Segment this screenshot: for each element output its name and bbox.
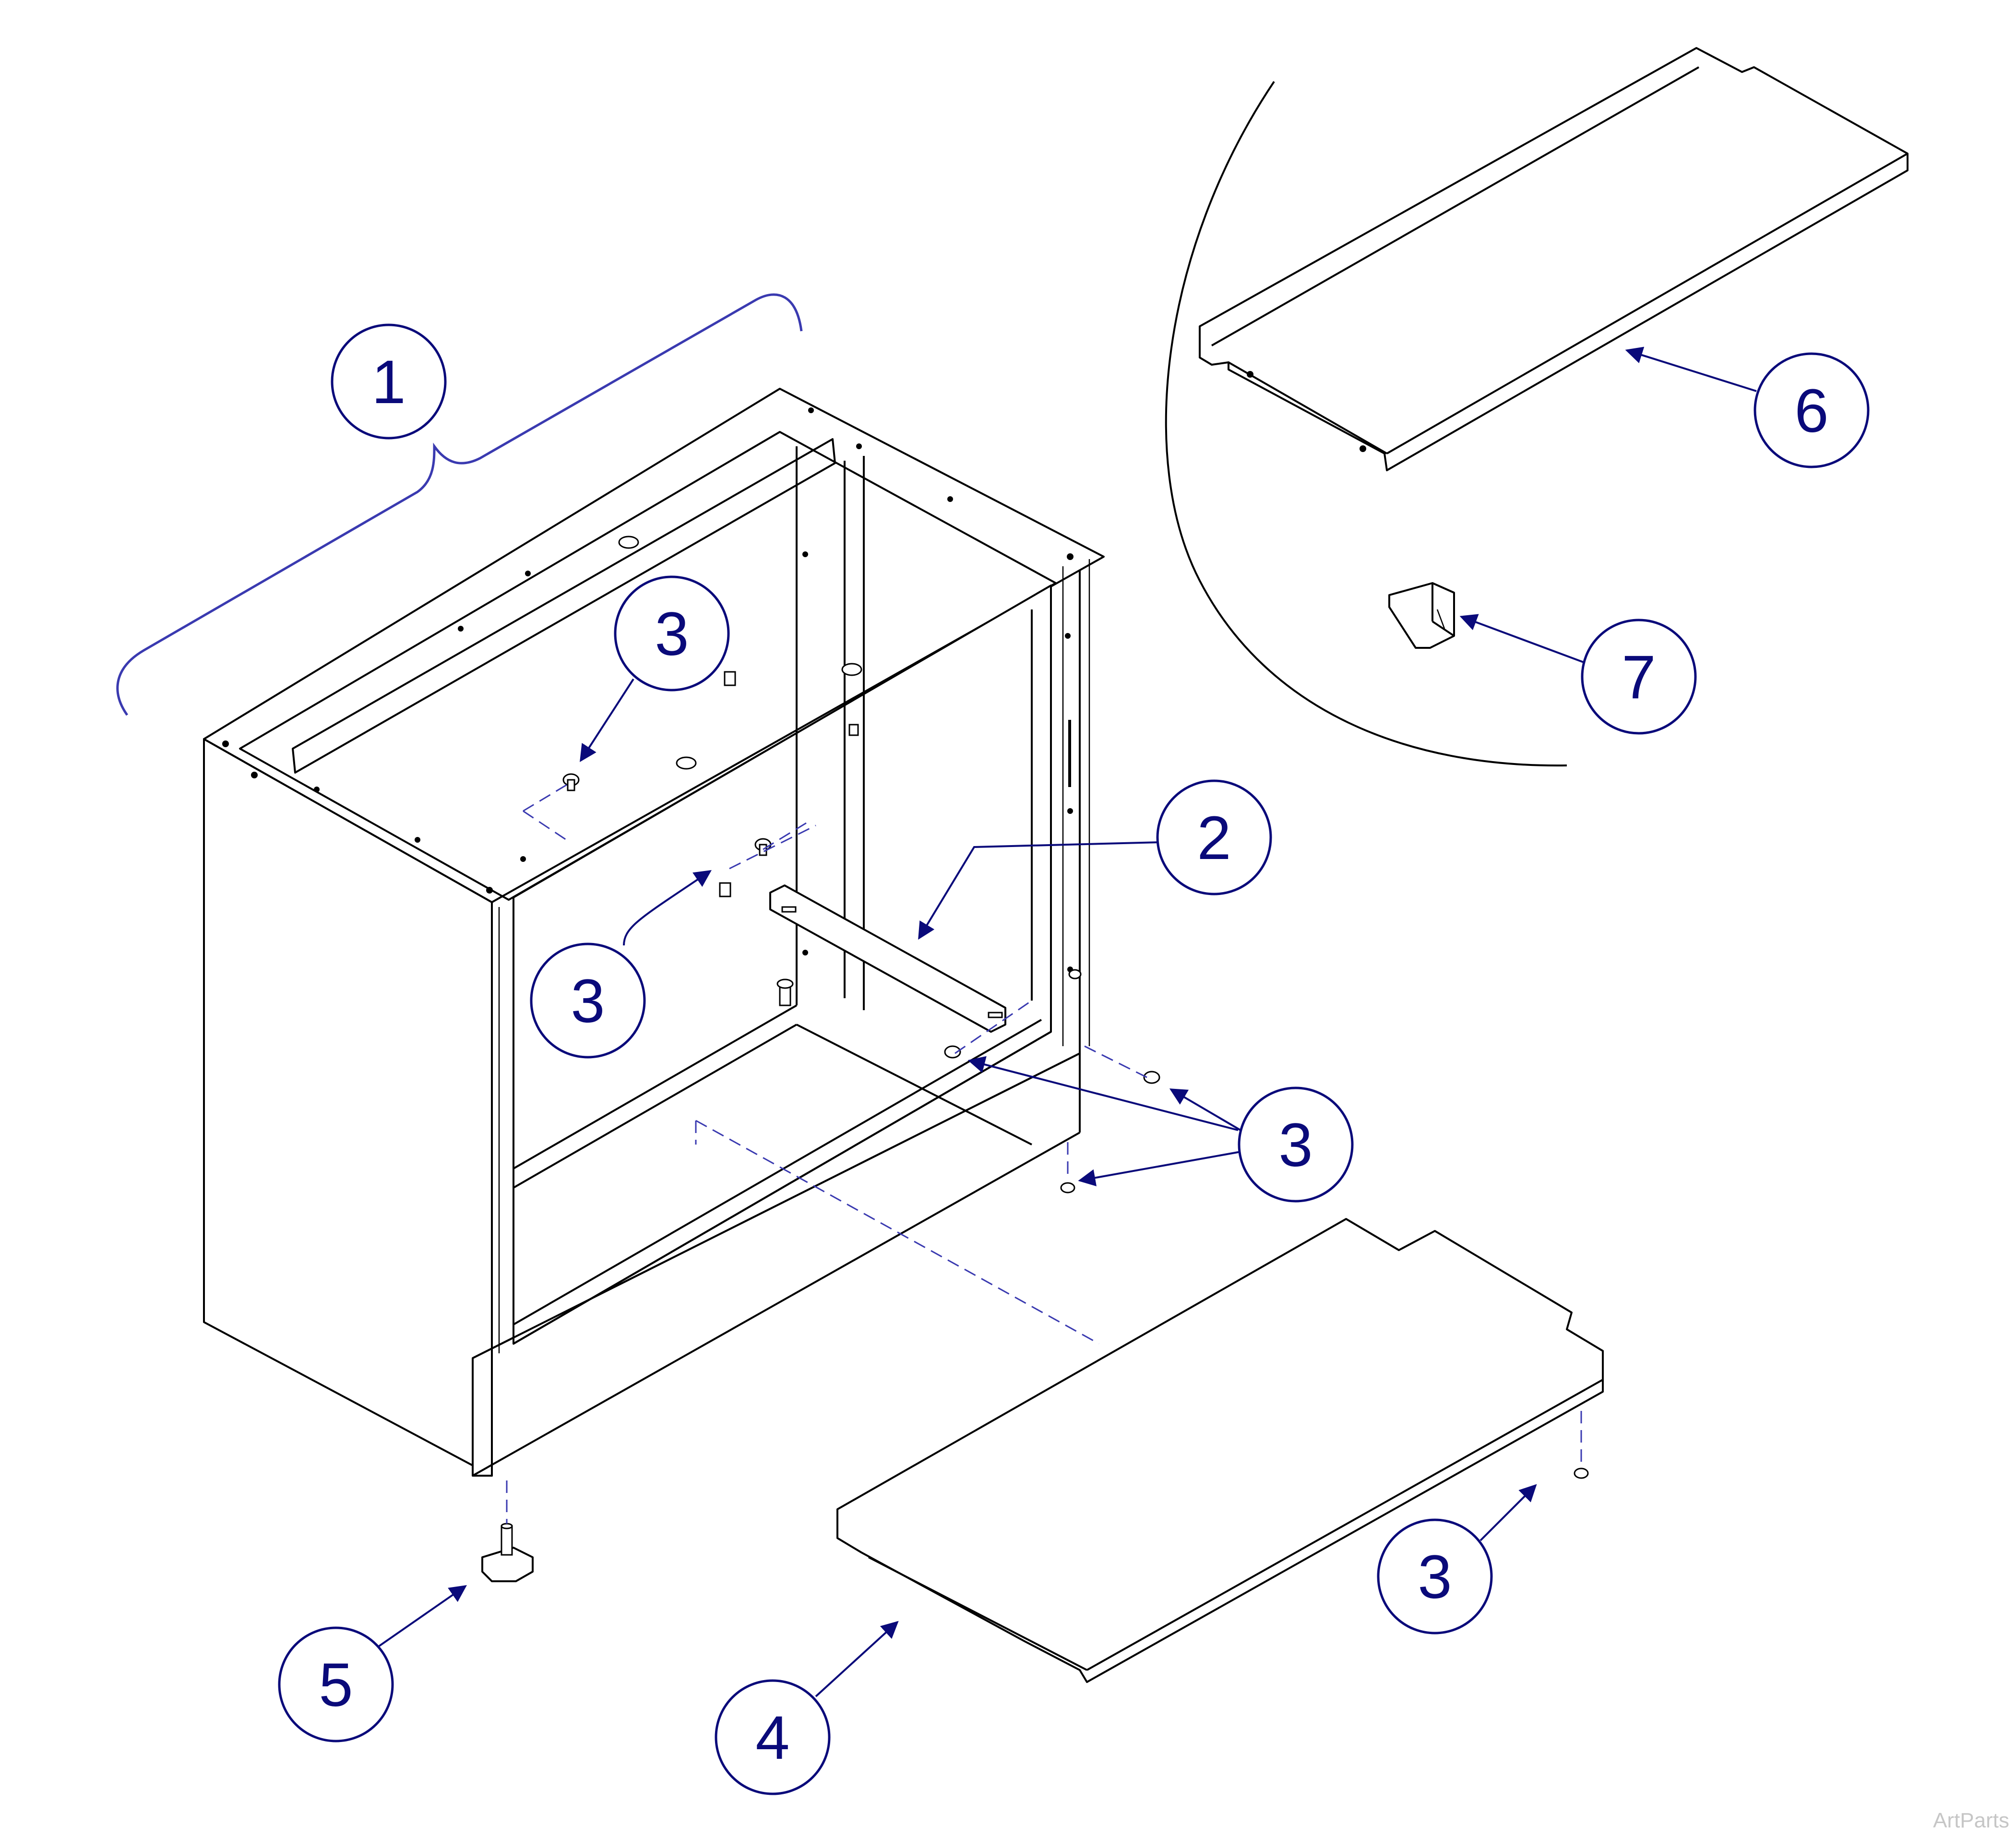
callout-2: 2 [1156,779,1272,895]
callout-3-left: 3 [530,943,646,1059]
detail-arc [1165,81,1567,767]
svg-text:3: 3 [1278,1111,1312,1180]
callout-5: 5 [278,1626,394,1743]
callout-1: 1 [331,323,447,440]
callout-3-bottom: 3 [1377,1518,1493,1635]
svg-text:4: 4 [755,1704,789,1772]
callout-3-top: 3 [614,575,730,692]
callout-3-right: 3 [1238,1086,1354,1203]
svg-text:3: 3 [655,600,689,668]
callout-6: 6 [1754,352,1870,468]
svg-text:3: 3 [1418,1543,1452,1611]
watermark: ArtParts [1933,1809,2009,1832]
shelf-clip [1388,582,1455,649]
bottom-panel [836,1218,1604,1683]
callout-7: 7 [1581,619,1697,735]
assembly-lines [506,781,1582,1524]
cabinet-frame [203,388,1105,1477]
brace-bar [769,884,1006,1033]
svg-text:1: 1 [371,348,406,417]
svg-text:6: 6 [1794,377,1828,445]
svg-text:2: 2 [1197,804,1231,872]
svg-text:3: 3 [571,967,605,1036]
leader-lines [378,346,1757,1697]
assembly-brace [116,293,803,716]
svg-text:7: 7 [1622,643,1656,712]
leveler-foot [481,1523,534,1582]
shelf [1199,47,1909,471]
svg-text:5: 5 [319,1651,353,1719]
callout-4: 4 [715,1679,831,1795]
